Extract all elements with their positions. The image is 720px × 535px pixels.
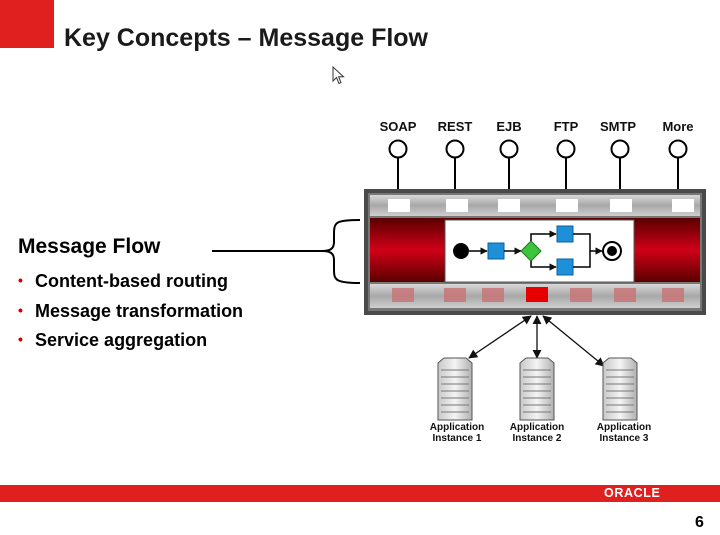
oracle-logo: ORACLE bbox=[604, 486, 661, 500]
slide-title: Key Concepts – Message Flow bbox=[64, 24, 429, 52]
bullet-list: •Content-based routing •Message transfor… bbox=[18, 268, 243, 357]
protocol-label-ejb: EJB bbox=[496, 119, 522, 134]
protocol-label-rest: REST bbox=[437, 119, 473, 134]
endpoint-ftp bbox=[556, 139, 576, 195]
task-node bbox=[487, 242, 505, 260]
task-node bbox=[556, 225, 574, 243]
endpoint-more bbox=[668, 139, 688, 195]
bullet-item: •Message transformation bbox=[18, 300, 244, 321]
server-icon bbox=[437, 357, 473, 421]
protocol-label-soap: SOAP bbox=[379, 119, 417, 134]
footer-bar bbox=[0, 485, 720, 502]
mouse-pointer-icon bbox=[332, 66, 345, 85]
task-node bbox=[556, 258, 574, 276]
protocol-label-more: More bbox=[662, 119, 694, 134]
page-number: 6 bbox=[695, 514, 704, 531]
protocol-label-smtp: SMTP bbox=[599, 119, 637, 134]
bullet-item: •Service aggregation bbox=[18, 330, 208, 350]
protocol-endpoints bbox=[388, 139, 688, 195]
endpoint-soap bbox=[388, 139, 408, 195]
bus-bottom-slots bbox=[392, 287, 684, 302]
brace bbox=[321, 219, 361, 284]
message-flow-heading: Message Flow bbox=[18, 235, 161, 258]
bus-top-slots bbox=[388, 199, 694, 212]
endpoint-smtp bbox=[610, 139, 630, 195]
endpoint-ejb bbox=[499, 139, 519, 195]
protocol-label-ftp: FTP bbox=[553, 119, 579, 134]
bullet-item: •Content-based routing bbox=[18, 271, 228, 291]
start-event bbox=[453, 243, 469, 259]
instance-connections bbox=[468, 315, 605, 367]
corner-accent bbox=[0, 0, 54, 48]
endpoint-rest bbox=[445, 139, 465, 195]
process-flow-panel bbox=[444, 219, 635, 283]
server-icon bbox=[519, 357, 555, 421]
server-icon bbox=[602, 357, 638, 421]
service-bus bbox=[364, 189, 706, 315]
